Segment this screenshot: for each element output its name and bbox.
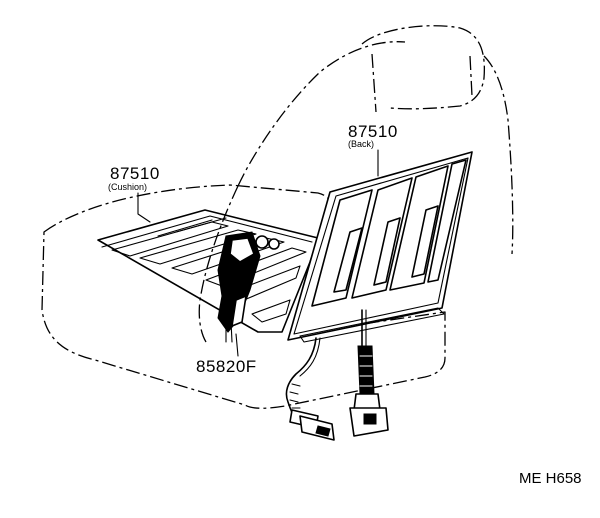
cushion-description: (Cushion)	[108, 182, 148, 192]
cushion-heater-element	[97, 209, 319, 333]
figure-code: ME H658	[519, 470, 582, 487]
back-part-number: 87510	[348, 122, 398, 141]
leader-switch	[235, 333, 239, 357]
back-heater-element	[287, 151, 473, 343]
cushion-part-number: 87510	[110, 164, 160, 183]
back-wire-harness	[349, 309, 389, 437]
leader-cushion	[137, 192, 151, 223]
heater-switch	[217, 231, 280, 343]
seat-outline	[41, 25, 514, 409]
cushion-wire-harness	[285, 337, 335, 441]
back-description: (Back)	[348, 139, 375, 149]
switch-part-number: 85820F	[196, 357, 257, 376]
